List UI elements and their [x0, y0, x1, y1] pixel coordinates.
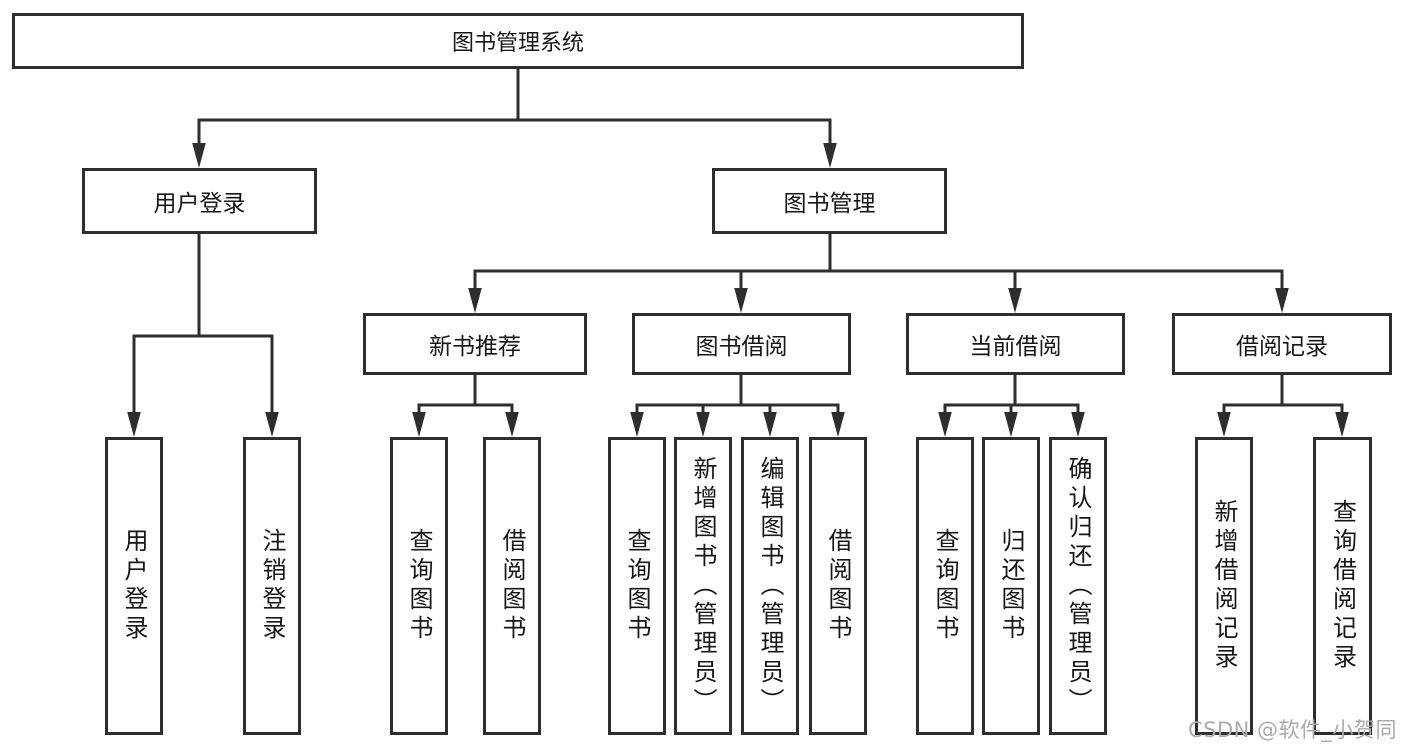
- node-book-management: 图书管理: [712, 168, 947, 234]
- node-borrowing-records: 借阅记录: [1172, 313, 1392, 375]
- leaf-query-books-borrow: 查询图书: [608, 437, 666, 735]
- leaf-user-login: 用户登录: [105, 437, 163, 735]
- leaf-add-books-admin: 新增图书（管理员）: [674, 437, 732, 735]
- leaf-borrow-books-recommend: 借阅图书: [483, 437, 541, 735]
- leaf-confirm-return-admin: 确认归还（管理员）: [1049, 437, 1107, 735]
- leaf-query-borrow-record: 查询借阅记录: [1313, 437, 1372, 735]
- node-user-login: 用户登录: [82, 168, 317, 234]
- leaf-query-books-current: 查询图书: [916, 437, 974, 735]
- node-current-borrowing: 当前借阅: [906, 313, 1125, 375]
- leaf-edit-books-admin: 编辑图书（管理员）: [741, 437, 799, 735]
- node-book-management-system: 图书管理系统: [12, 13, 1024, 69]
- leaf-query-books-recommend: 查询图书: [390, 437, 448, 735]
- leaf-logout: 注销登录: [243, 437, 301, 735]
- leaf-return-books: 归还图书: [982, 437, 1040, 735]
- node-book-borrowing: 图书借阅: [632, 313, 851, 375]
- node-new-book-recommendation: 新书推荐: [363, 313, 587, 375]
- leaf-add-borrow-record: 新增借阅记录: [1195, 437, 1253, 735]
- watermark: CSDN @软件_小贺同学: [1188, 718, 1398, 742]
- leaf-borrow-books: 借阅图书: [809, 437, 867, 735]
